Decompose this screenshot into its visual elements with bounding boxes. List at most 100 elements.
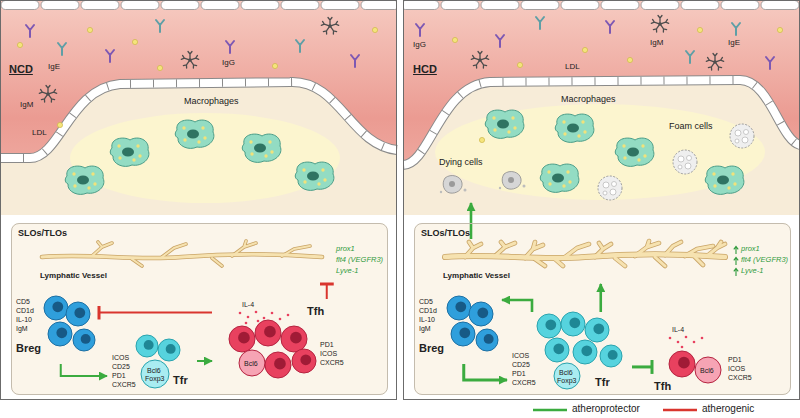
arrow-connector <box>599 284 602 312</box>
cell-body <box>66 302 90 326</box>
ldl-particle <box>479 137 484 142</box>
cytokine-dot <box>685 336 688 339</box>
dying-cell <box>499 172 526 190</box>
legend-line <box>533 409 567 412</box>
marker-label: Bcl6 <box>147 367 161 375</box>
gene-label: Lyve-1 <box>741 267 763 276</box>
vessel-lumen <box>445 254 725 258</box>
igg-antibody <box>496 35 504 47</box>
igg-antibody <box>26 25 34 37</box>
inhibition-connector <box>99 312 212 314</box>
cytokine-dot <box>263 317 266 320</box>
cytokine-dot <box>255 311 258 314</box>
cell-body <box>158 339 180 361</box>
cell-nucleus <box>477 307 488 318</box>
plaque-region: Macrophages <box>111 95 311 201</box>
macrophage <box>485 110 524 138</box>
node-label: Breg <box>419 342 444 355</box>
foam-cell <box>730 124 754 148</box>
ldl-particle <box>57 122 62 127</box>
cell-body <box>600 345 622 367</box>
molecule-label: IgG <box>413 40 426 49</box>
cell-body <box>292 349 316 373</box>
node-label: Macrophages <box>561 94 616 104</box>
molecule-label: IgM <box>650 38 663 47</box>
macrophage <box>540 164 579 192</box>
cell-nucleus <box>455 301 466 312</box>
ige-antibody <box>58 43 66 55</box>
cell <box>229 326 255 352</box>
cell <box>292 349 316 373</box>
cell <box>561 312 585 336</box>
ige-antibody <box>296 40 304 52</box>
cell <box>136 335 158 357</box>
foam-cell <box>598 176 622 200</box>
marker-label: CD25 <box>112 363 130 371</box>
tfr-cluster: ICOSCD25PD1CXCR5Bcl6Foxp3Tfr <box>107 334 197 394</box>
endothelium <box>0 82 397 158</box>
cell-nucleus <box>300 354 311 365</box>
macrophage <box>615 138 654 166</box>
ige-antibody <box>732 23 740 35</box>
cell-body <box>229 326 255 352</box>
cytokine-dot <box>279 318 282 321</box>
endothelium <box>0 82 397 158</box>
cell-nucleus <box>569 317 580 328</box>
cell-body <box>447 296 471 320</box>
marker-label: CD5 <box>419 298 433 306</box>
cell <box>476 329 498 351</box>
ldl-particle <box>517 62 522 67</box>
node-label: HCD <box>413 63 437 76</box>
inhibition-connector <box>326 284 328 299</box>
cell <box>255 320 281 346</box>
cell-nucleus <box>56 327 67 338</box>
cell-body <box>585 318 609 342</box>
legend-line <box>663 409 697 412</box>
lumen <box>0 0 397 215</box>
marker-label: CXCR5 <box>112 381 136 389</box>
cell-nucleus <box>74 307 85 318</box>
igg-antibody <box>606 21 614 33</box>
cytokine-dot <box>271 312 274 315</box>
cell-nucleus <box>593 323 604 334</box>
igm-antibody <box>39 86 56 103</box>
cytokine-dot <box>681 346 684 349</box>
ldl-particle <box>372 27 377 32</box>
cell-nucleus <box>290 332 302 344</box>
cytokine-dot <box>677 341 680 344</box>
plaque-core <box>70 113 340 203</box>
node-label: Lymphatic Vessel <box>443 271 510 280</box>
marker-label: Bcl6 <box>244 360 258 368</box>
node-label: Macrophages <box>184 96 239 106</box>
igg-antibody <box>351 55 359 67</box>
ige-antibody <box>686 51 694 63</box>
ldl-particle <box>627 57 632 62</box>
foam-cell <box>673 150 697 174</box>
cell-body <box>573 340 597 364</box>
slo-fill <box>414 223 791 395</box>
igg-antibody <box>766 57 774 69</box>
cell <box>281 326 307 352</box>
macrophage <box>65 166 104 194</box>
cytokine-dot <box>701 337 704 340</box>
cell-nucleus <box>608 350 618 360</box>
cell-body <box>255 320 281 346</box>
gene-label: prox1 <box>741 245 760 254</box>
marker-label: ICOS <box>512 352 529 360</box>
cell-body <box>265 352 291 378</box>
cell <box>239 350 265 376</box>
lymphatic-vessel: Lymphatic Vessel <box>32 239 332 284</box>
node-label: Tfr <box>173 374 188 387</box>
igm-antibody <box>706 54 723 71</box>
tfh-cluster: IL-4Bcl6PD1ICOSCXCR5Tfh <box>212 299 347 389</box>
marker-label: PD1 <box>728 356 742 364</box>
cell <box>141 360 169 388</box>
cell <box>73 329 95 351</box>
cell-body <box>669 351 695 377</box>
cell-nucleus <box>52 301 63 312</box>
endothelium <box>0 0 397 11</box>
cell-body <box>73 329 95 351</box>
gene-label: flt4 (VEGFR3) <box>741 256 788 265</box>
slo-fill <box>11 223 388 395</box>
breg-cluster: CD5CD1dIL-10IgMBreg <box>417 294 502 364</box>
